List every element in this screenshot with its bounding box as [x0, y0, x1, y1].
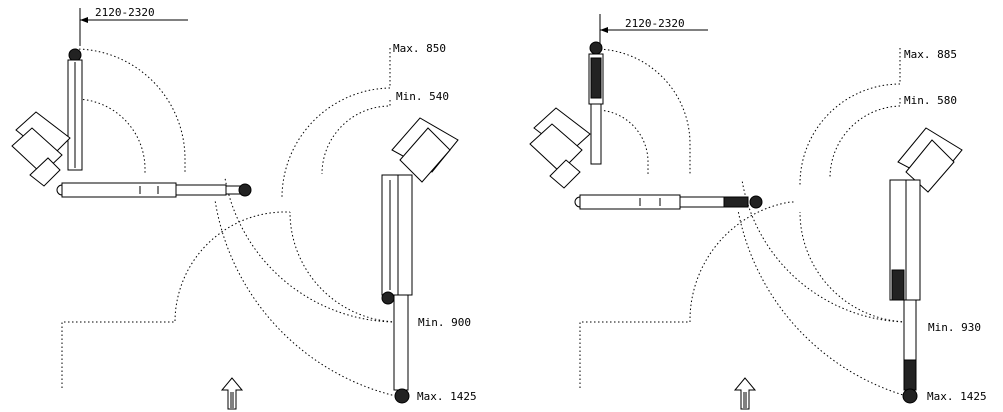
left-swing-arcs	[61, 48, 401, 398]
left-unit: 2120-2320	[11, 6, 477, 410]
right-dimension: 2120-2320	[599, 14, 708, 46]
left-max-outer-label: Max. 850	[393, 42, 446, 55]
left-vertical-mast	[381, 117, 459, 404]
right-dimension-label: 2120-2320	[625, 17, 685, 30]
right-min-inner-label: Min. 580	[904, 94, 957, 107]
right-unit: 2120-2320	[529, 14, 987, 410]
left-dimension-label: 2120-2320	[95, 6, 155, 19]
left-upper-arm	[11, 48, 83, 187]
left-min-inner-label: Min. 540	[396, 90, 449, 103]
right-horizontal-arm	[574, 194, 763, 210]
left-dimension: 2120-2320	[79, 6, 188, 46]
right-max-outer-label: Max. 885	[904, 48, 957, 61]
right-upper-arm	[529, 41, 604, 189]
left-horizontal-arm	[56, 182, 252, 198]
left-max-lower-label: Max. 1425	[417, 390, 477, 403]
right-swing-arcs	[579, 48, 911, 398]
left-entrance-arrow-icon	[220, 377, 244, 410]
right-min-lower-label: Min. 930	[928, 321, 981, 334]
right-entrance-arrow-icon	[733, 377, 757, 410]
right-vertical-mast	[889, 127, 963, 404]
right-max-lower-label: Max. 1425	[927, 390, 987, 403]
left-min-lower-label: Min. 900	[418, 316, 471, 329]
